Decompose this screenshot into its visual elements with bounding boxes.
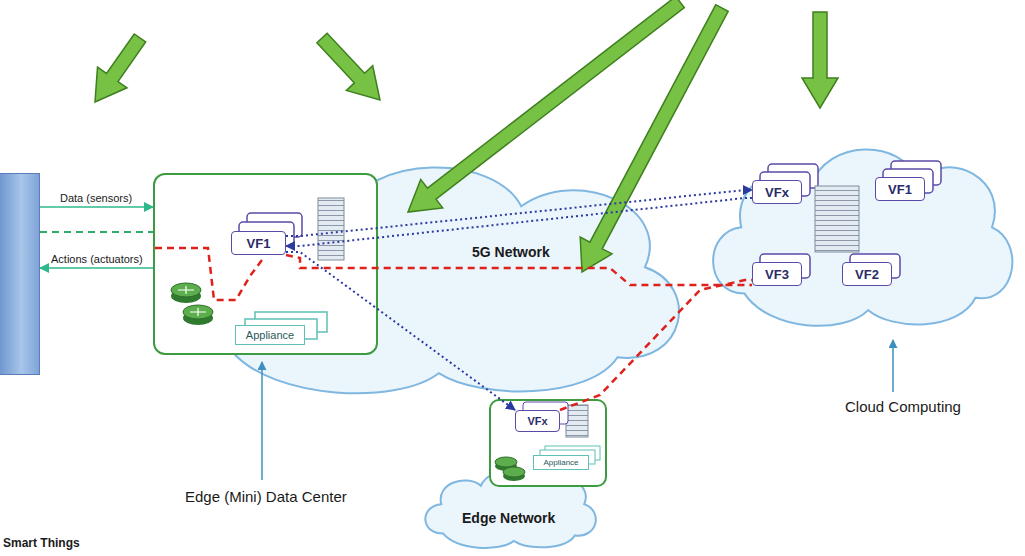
connector xyxy=(40,267,153,269)
network-cloud: Edge Network xyxy=(415,460,603,552)
vf-stack xyxy=(760,172,810,196)
appliance-stack xyxy=(245,319,317,339)
connector xyxy=(286,255,752,285)
function-label: VF1 xyxy=(888,182,912,197)
appliance-stack xyxy=(255,312,327,332)
cloud-outline xyxy=(713,149,1012,325)
device-panel: Smart Things xyxy=(0,173,40,375)
connector xyxy=(286,190,752,236)
edge-node-box xyxy=(490,400,606,486)
function-box: VF1 xyxy=(875,177,925,201)
connector xyxy=(286,198,752,246)
appliance-stack xyxy=(540,450,595,464)
appliance-label: Appliance xyxy=(543,458,578,467)
connector xyxy=(40,206,153,208)
server-rack xyxy=(566,405,588,437)
function-label: VF1 xyxy=(247,236,271,251)
vf-stack xyxy=(891,161,941,185)
router-icon xyxy=(171,283,213,325)
vf-stack xyxy=(247,213,302,237)
connector xyxy=(286,252,515,410)
leader-arrow xyxy=(261,362,263,480)
connector-label: Actions (actuators) xyxy=(49,253,145,265)
function-box: VFx xyxy=(752,180,802,204)
node-label: Edge Network xyxy=(462,510,555,526)
function-label: VFx xyxy=(527,415,547,427)
server-rack xyxy=(815,186,859,252)
appliance-label: Appliance xyxy=(246,329,294,341)
appliance-stack xyxy=(545,446,600,460)
vf-stack xyxy=(760,254,810,278)
cloud-shape xyxy=(695,128,1025,335)
red-dashed-path xyxy=(155,248,262,300)
vf-stack xyxy=(883,169,933,193)
function-box: VFx xyxy=(515,410,560,432)
pointer-arrow xyxy=(580,5,728,272)
function-box: VF1 xyxy=(231,231,286,255)
node-label: 5G Network xyxy=(472,244,550,260)
node-label: Edge (Mini) Data Center xyxy=(185,488,347,505)
node-label: Cloud Computing xyxy=(845,398,961,415)
function-label: VF2 xyxy=(855,267,879,282)
function-box: VF3 xyxy=(752,262,802,286)
compute-cloud: Cloud ComputingVFxVF1VF3VF2 xyxy=(695,128,1025,335)
leader-arrow xyxy=(892,340,894,392)
vf-stack xyxy=(768,164,818,188)
connector-label: Data (sensors) xyxy=(58,192,134,204)
node-label: Smart Things xyxy=(3,536,80,550)
vf-stack xyxy=(850,254,900,278)
pointer-arrows xyxy=(95,0,838,272)
router-icon xyxy=(495,457,525,481)
function-label: VF3 xyxy=(765,267,789,282)
function-label: VFx xyxy=(765,185,789,200)
vf-stack xyxy=(239,222,294,246)
pointer-arrow xyxy=(408,0,684,212)
data-center-box: Edge (Mini) Data CenterVF1Appliance xyxy=(153,173,378,355)
cloud-shape xyxy=(415,460,603,552)
cloud-outline xyxy=(425,470,595,548)
function-box: VF2 xyxy=(842,262,892,286)
appliance-box: Appliance xyxy=(533,455,589,470)
pointer-arrow xyxy=(95,34,146,102)
connector xyxy=(560,280,752,410)
pointer-arrow xyxy=(802,12,838,108)
appliance-box: Appliance xyxy=(235,325,305,345)
server-rack xyxy=(318,198,344,260)
vf-stack xyxy=(523,402,568,424)
pointer-arrow xyxy=(317,33,380,100)
green-dashed-path xyxy=(40,231,153,233)
